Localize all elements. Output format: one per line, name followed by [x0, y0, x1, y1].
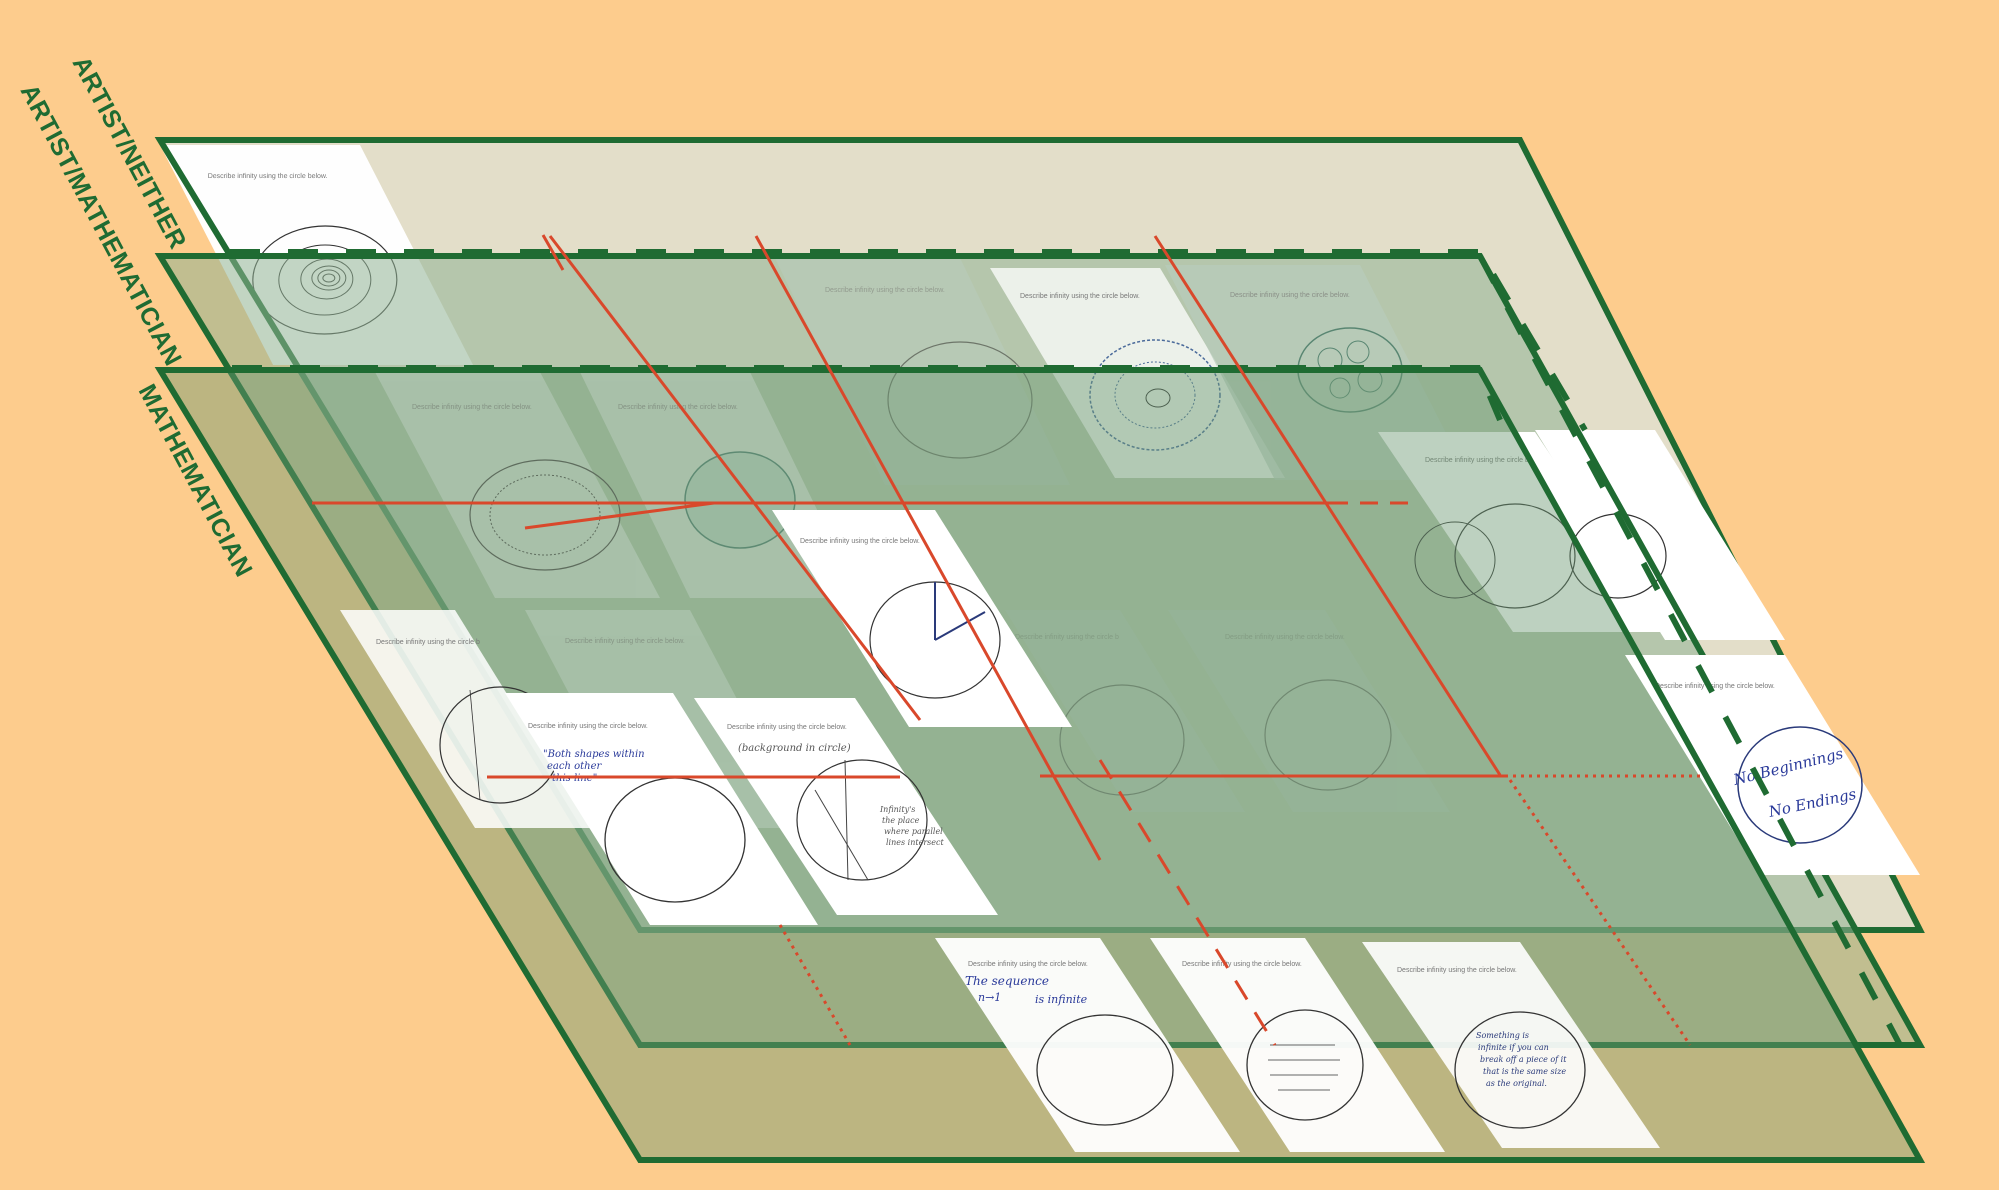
handwritten-note: Something is	[1476, 1031, 1529, 1040]
handwritten-note: Infinity's	[879, 805, 915, 814]
handwritten-note: The sequence	[965, 974, 1049, 988]
layer-mathematician: Describe infinity using the circle below…	[154, 367, 1926, 1163]
dashed-outlines	[230, 249, 1903, 1047]
card-prompt: Describe infinity using the circle below…	[618, 404, 738, 411]
response-card: Describe infinity using the circle below…	[1625, 655, 1920, 875]
card-prompt: Describe infinity using the circle below…	[412, 404, 532, 411]
card-prompt: Describe infinity using the circle below…	[1655, 683, 1775, 690]
handwritten-note: that is the same size	[1483, 1067, 1566, 1076]
card-prompt: Describe infinity using the circle below…	[825, 287, 945, 294]
response-card: Describe infinity using the circle below…	[694, 698, 998, 915]
handwritten-note: is infinite	[1035, 993, 1088, 1006]
connector-line	[541, 234, 565, 271]
card-prompt: Describe infinity using the circle b	[1425, 457, 1529, 464]
response-card: Describe infinity using the circle below…	[1362, 942, 1660, 1148]
card-prompt: Describe infinity using the circle below…	[565, 638, 685, 645]
handwritten-note: "Both shapes within	[543, 749, 645, 760]
handwritten-note: lines intersect	[886, 838, 944, 847]
card-prompt: Describe infinity using the circle below…	[727, 724, 847, 731]
card-prompt: Describe infinity using the circle b	[376, 639, 480, 646]
card-prompt: Describe infinity using the circle below…	[208, 173, 328, 180]
dashed-outline-front	[232, 365, 1503, 422]
connector-line	[1153, 235, 1502, 776]
handwritten-note: the place	[882, 816, 920, 825]
connector-line	[1098, 759, 1277, 1046]
card-prompt: Describe infinity using the circle below…	[1225, 634, 1345, 641]
card-prompt: Describe infinity using the circle below…	[1230, 292, 1350, 299]
card-prompt: Describe infinity using the circle b	[1015, 634, 1119, 641]
connector-lines	[312, 234, 1705, 1046]
handwritten-note: each other	[547, 761, 602, 772]
response-card: Describe infinity using the circle below…	[580, 372, 860, 598]
card-prompt: Describe infinity using the circle below…	[968, 961, 1088, 968]
response-card: Describe infinity using the circle below…	[935, 938, 1240, 1152]
dashed-outline-back	[230, 249, 1588, 432]
card-prompt: Describe infinity using the circle below…	[1397, 967, 1517, 974]
card-prompt: Describe infinity using the circle below…	[528, 723, 648, 730]
card-prompt: Describe infinity using the circle below…	[1020, 293, 1140, 300]
connector-line	[548, 235, 922, 721]
layer-frame	[154, 367, 1926, 1163]
handwritten-note: infinite if you can	[1478, 1043, 1549, 1052]
handwritten-note: as the original.	[1486, 1079, 1547, 1088]
handwritten-note: break off a piece of it	[1480, 1055, 1567, 1064]
handwritten-note: where parallel	[884, 827, 943, 836]
response-card: Describe infinity using the circle below…	[1168, 610, 1450, 812]
handwritten-note: (background in circle)	[738, 743, 851, 754]
card-prompt: Describe infinity using the circle below…	[800, 538, 920, 545]
response-card: Describe infinity using the circle below…	[1150, 938, 1445, 1152]
handwritten-note: n→1	[978, 991, 1001, 1004]
connector-line	[754, 235, 1102, 861]
connector-line	[1508, 779, 1692, 1046]
layer-sheets: Describe infinity using the circle below…	[340, 372, 1920, 1152]
card-prompt: Describe infinity using the circle below…	[1182, 961, 1302, 968]
